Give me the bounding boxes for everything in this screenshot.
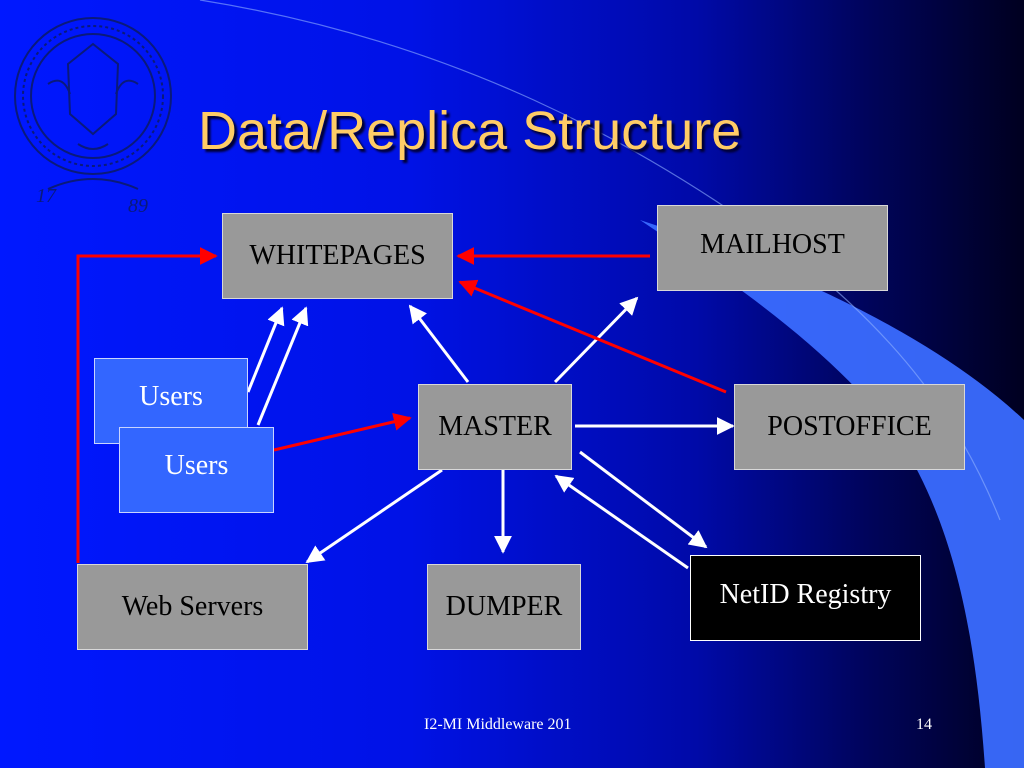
arrow-users-to-master [273,412,412,452]
seal-year-left: 17 [36,185,57,207]
swoosh-shape [640,220,1024,768]
node-netid-registry[interactable]: NetID Registry [690,555,921,641]
seal-year-right: 89 [128,195,148,214]
arrow-users-to-whitepages-1 [246,306,285,393]
arrow-master-to-mailhost [553,296,639,384]
node-whitepages[interactable]: WHITEPAGES [222,213,453,299]
node-users-front[interactable]: Users [119,427,274,513]
page-number: 14 [916,716,932,733]
arrow-postoffice-to-whitepages [458,279,727,394]
footer-text: I2-MI Middleware 201 [424,716,572,733]
arrow-webservers-to-whitepages [76,247,218,563]
node-postoffice[interactable]: POSTOFFICE [734,384,965,470]
node-dumper[interactable]: DUMPER [427,564,581,650]
arrow-netid-to-master [554,474,689,570]
node-web-servers[interactable]: Web Servers [77,564,308,650]
arrow-users-to-whitepages-2 [256,306,309,426]
arrow-master-to-whitepages [408,304,470,383]
slide-title: Data/Replica Structure [198,101,742,161]
node-mailhost[interactable]: MAILHOST [657,205,888,291]
arrow-master-to-webservers [305,468,443,564]
arrow-master-to-netid [579,450,708,549]
node-master[interactable]: MASTER [418,384,572,470]
university-seal-icon: 17 89 [14,17,172,214]
